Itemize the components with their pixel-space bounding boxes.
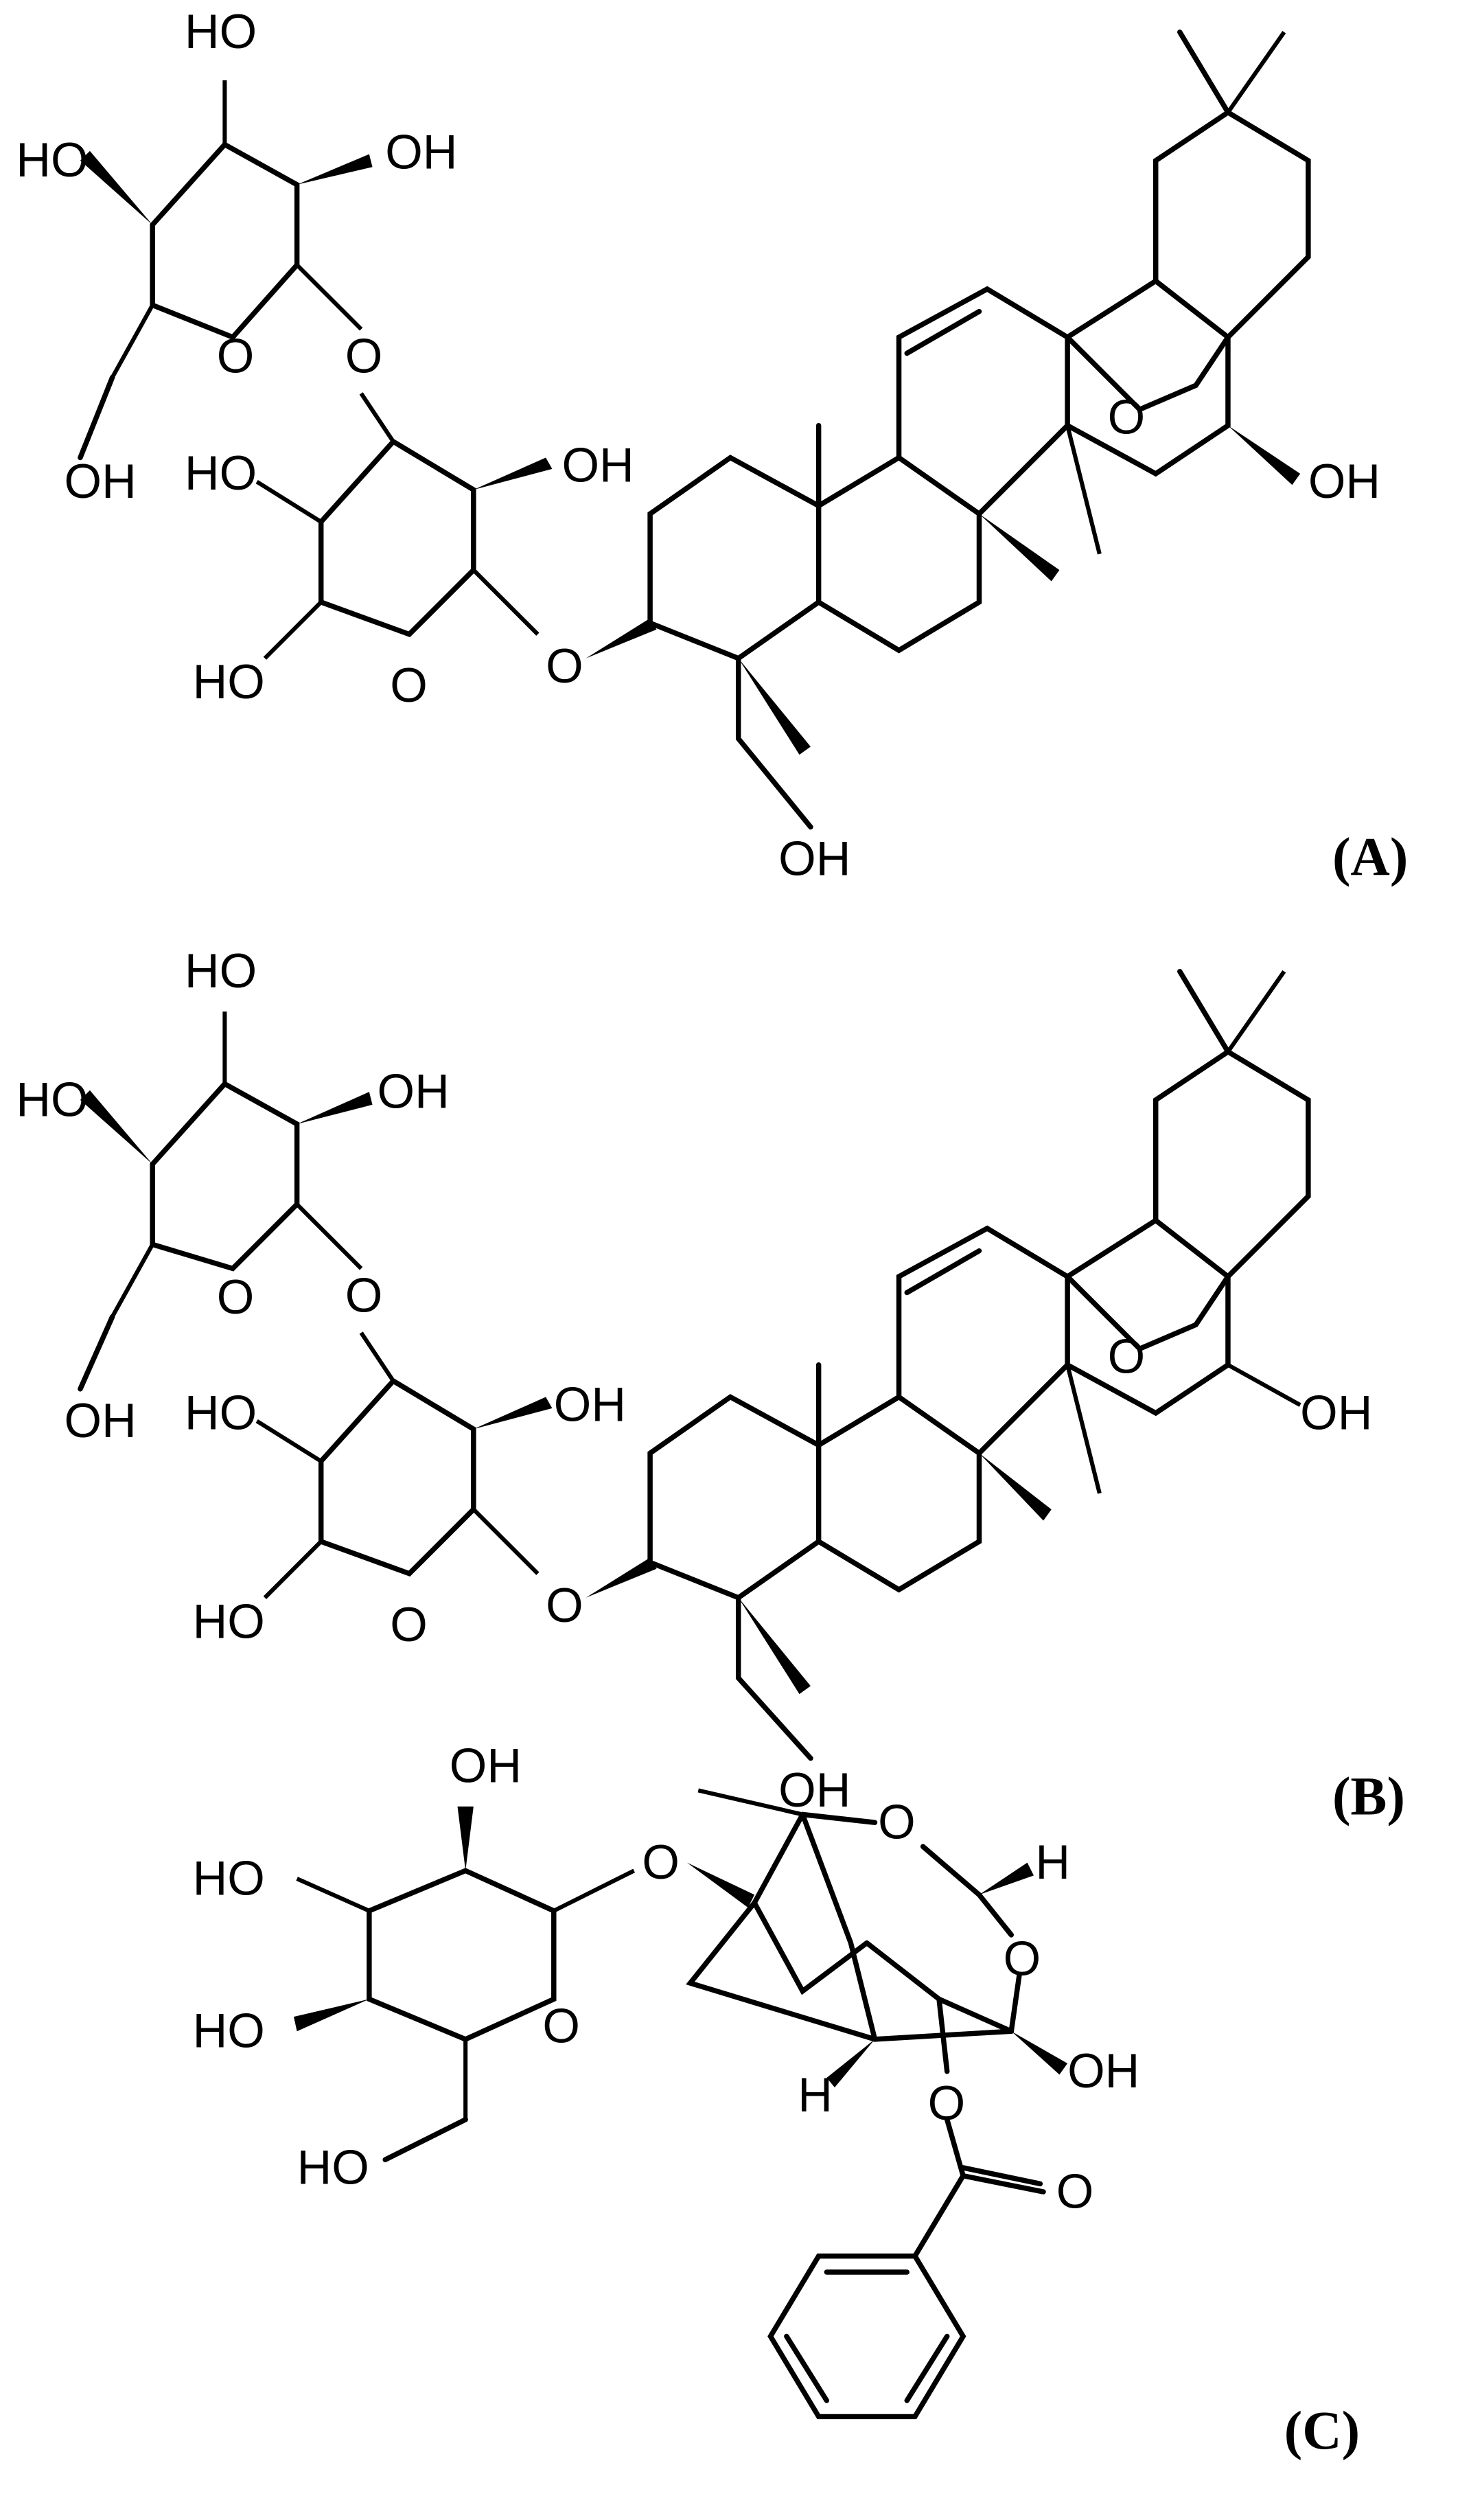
atom-o: O [217, 329, 255, 383]
atom-ho: HO [185, 943, 257, 998]
atom-ho: HO [193, 654, 265, 709]
atom-o: O [217, 1270, 255, 1324]
structure-a: HO OH HO O O OH OH HO HO O O [16, 4, 1408, 887]
atom-ho: HO [16, 1072, 88, 1126]
atom-oh: OH [1067, 2043, 1139, 2098]
atom-oh: OH [450, 1739, 522, 1793]
atom-o: O [345, 329, 383, 383]
structure-a-second-sugar: OH HO HO O O [185, 392, 634, 712]
atom-ho: HO [297, 2140, 369, 2194]
structure-a-aglycone: O OH OH [586, 30, 1380, 885]
atom-ho: HO [193, 1851, 265, 1905]
atom-oh: OH [65, 1393, 137, 1447]
structure-b-top-sugar: HO OH HO O O OH [16, 943, 449, 1447]
atom-o: O [546, 1578, 583, 1632]
structure-b: HO OH HO O O OH OH HO HO O O [16, 943, 1405, 1826]
atom-ho: HO [185, 4, 257, 58]
atom-o: O [345, 1268, 383, 1322]
atom-o: O [546, 639, 583, 693]
atom-o: O [642, 1835, 680, 1889]
atom-oh: OH [778, 831, 850, 885]
atom-ho: HO [193, 2004, 265, 2058]
atom-h: H [798, 2067, 833, 2122]
structure-label: (B) [1332, 1767, 1405, 1827]
atom-o: O [1056, 2164, 1094, 2218]
atom-o: O [542, 1999, 580, 2053]
structure-c: OH HO HO O O HO [193, 1739, 1360, 2461]
atom-ho: HO [16, 133, 88, 187]
atom-o: O [390, 1597, 428, 1651]
atom-o: O [928, 2076, 966, 2130]
atom-oh: OH [1308, 454, 1380, 508]
structure-b-second-sugar: OH HO HO O O [185, 1331, 626, 1651]
atom-oh: OH [561, 438, 634, 492]
structure-label: (C) [1284, 2401, 1360, 2461]
structure-c-glucose: OH HO HO O O HO [193, 1739, 680, 2195]
structure-b-aglycone: O OH OH [586, 969, 1372, 1817]
atom-o: O [1108, 389, 1146, 444]
atom-ho: HO [185, 1385, 257, 1439]
atom-oh: OH [778, 1763, 850, 1817]
atom-oh: OH [65, 454, 137, 508]
atom-o: O [1108, 1329, 1146, 1383]
atom-o: O [390, 658, 428, 712]
structure-c-cage: O H O OH H O O [686, 1788, 1139, 2420]
atom-oh: OH [385, 125, 457, 179]
atom-ho: HO [185, 446, 257, 500]
atom-oh: OH [378, 1064, 450, 1119]
atom-oh: OH [1300, 1385, 1372, 1439]
structure-a-top-sugar: HO OH HO O O OH [16, 4, 457, 508]
structure-label: (A) [1332, 827, 1408, 887]
atom-oh: OH [554, 1377, 626, 1432]
atom-o: O [1004, 1931, 1041, 1985]
atom-h: H [1035, 1835, 1070, 1889]
atom-o: O [878, 1795, 916, 1849]
atom-ho: HO [193, 1594, 265, 1648]
